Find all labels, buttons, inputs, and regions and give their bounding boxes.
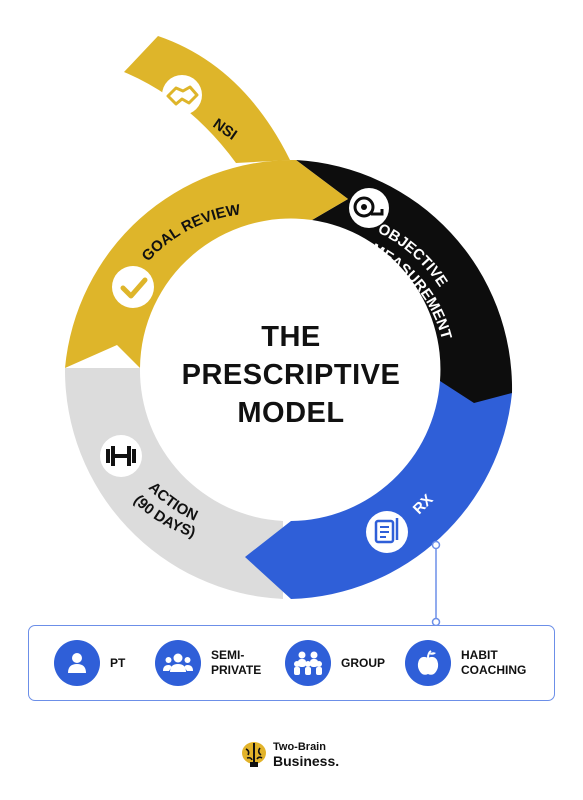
title-line-3: MODEL — [237, 397, 344, 429]
service-label-semi-private: SEMI- PRIVATE — [211, 648, 262, 677]
service-group: GROUP — [285, 640, 385, 686]
objective-measurement-segment — [296, 160, 513, 403]
service-habit-coaching: HABIT COACHING — [405, 640, 526, 686]
handshake-icon — [162, 75, 202, 115]
rx-connector — [431, 540, 441, 625]
rx-segment — [245, 381, 512, 599]
rx-services-panel: PT SEMI- PRIVATE — [28, 625, 555, 701]
group-icon — [285, 640, 331, 686]
service-label-habit-coaching: HABIT COACHING — [461, 648, 527, 677]
service-label-pt: PT — [110, 655, 126, 670]
person-icon — [54, 640, 100, 686]
service-label-group: GROUP — [341, 655, 386, 670]
prescriptive-model-diagram: NSI GOAL REVIEW OBJECTIVE MEASUREMENT RX — [64, 36, 513, 625]
action-segment — [64, 368, 284, 599]
two-brain-business-logo: Two-Brain Business. — [241, 740, 339, 768]
small-group-icon — [155, 640, 201, 686]
title-line-1: THE — [261, 321, 321, 353]
check-icon — [112, 266, 154, 308]
logo-line-1: Two-Brain — [273, 741, 326, 753]
dumbbell-icon — [100, 435, 142, 477]
service-semi-private: SEMI- PRIVATE — [155, 640, 261, 686]
tape-measure-icon — [349, 188, 389, 228]
goal-review-segment — [65, 159, 348, 368]
title-line-2: PRESCRIPTIVE — [182, 359, 401, 391]
service-pt: PT — [54, 640, 125, 686]
brain-icon — [242, 742, 266, 767]
nsi-arrow — [124, 36, 290, 163]
logo-line-2: Business. — [273, 753, 340, 769]
prescription-list-icon — [366, 511, 408, 553]
apple-icon — [405, 640, 451, 686]
